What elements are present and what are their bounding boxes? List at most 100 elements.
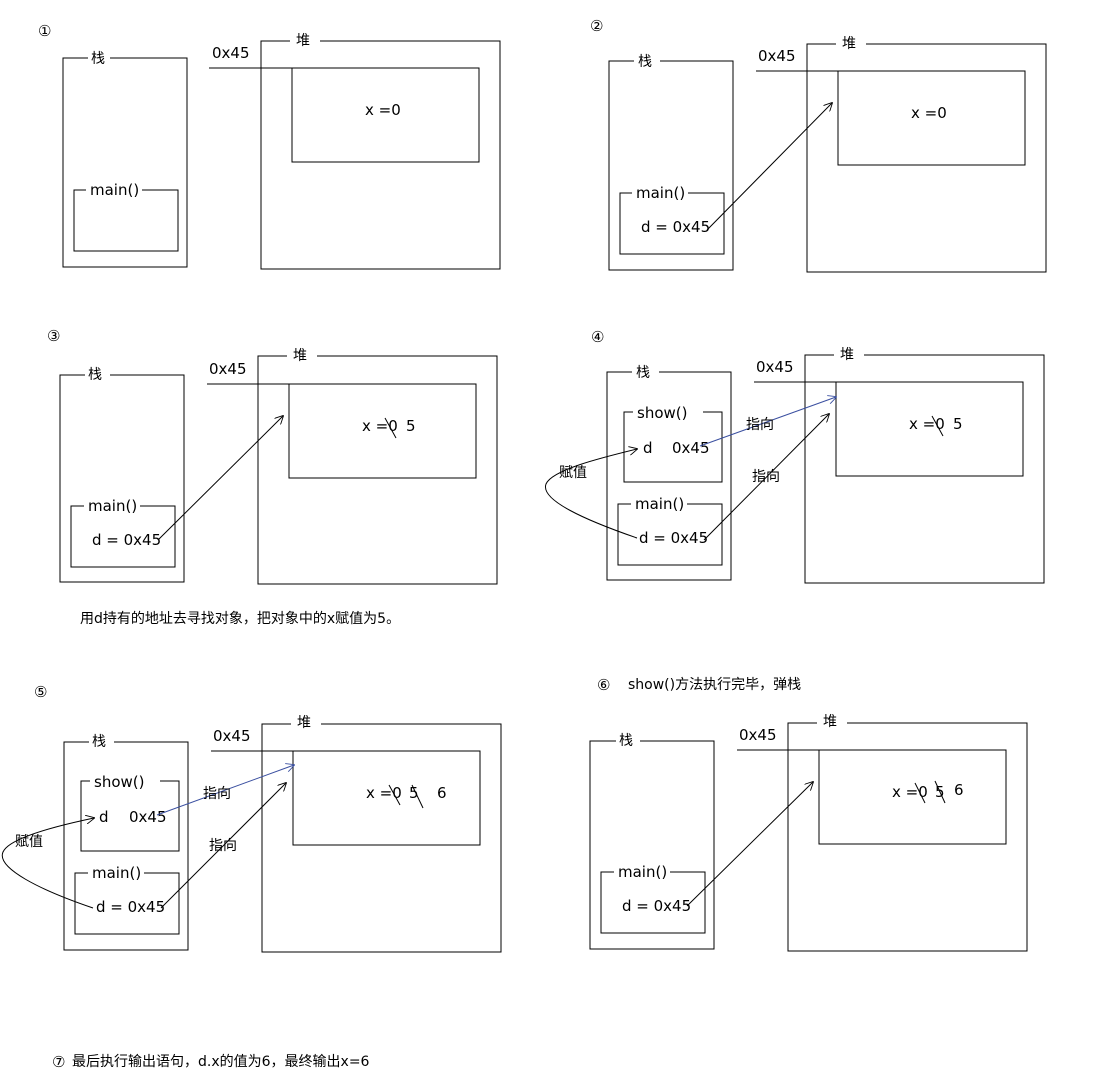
var-d-label: d = 0x45: [96, 898, 165, 916]
point-to-label-show: 指向: [746, 417, 774, 433]
reference-arrow-main: [703, 414, 829, 541]
heap-object: [291, 67, 480, 163]
strike-mark: [384, 417, 397, 439]
stack-label: 栈: [636, 365, 650, 381]
strike-mark: [914, 782, 926, 804]
main-frame: [73, 189, 179, 252]
field-x-label: x =0: [892, 783, 928, 801]
step-3: ③ 栈 main() d = 0x45 堆 0x45 x =0 5 用d持有的地…: [47, 327, 498, 627]
stack-frame: [589, 740, 715, 950]
assign-label: 赋值: [559, 465, 587, 481]
field-x-new-value: 6: [437, 784, 447, 802]
strike-mark: [934, 780, 946, 804]
field-x-label: x =0: [911, 104, 947, 122]
heap-label: 堆: [840, 347, 854, 363]
assign-label: 赋值: [15, 834, 43, 850]
stack-label: 栈: [88, 367, 102, 383]
step-5: ⑤ 栈 show() d 0x45 main() d = 0x45 堆 0x45…: [1, 683, 502, 953]
var-d-label: d = 0x45: [622, 897, 691, 915]
heap-label: 堆: [823, 714, 837, 730]
heap-frame: [261, 723, 502, 953]
var-d-label: d = 0x45: [92, 531, 161, 549]
heap-label: 堆: [296, 33, 310, 49]
address-label: 0x45: [756, 358, 794, 376]
main-frame: [617, 503, 723, 566]
stack-label: 栈: [91, 51, 105, 67]
show-frame: [80, 780, 180, 852]
main-frame: [70, 505, 176, 568]
main-frame: [600, 871, 706, 934]
reference-arrow: [686, 782, 813, 907]
param-d-value: 0x45: [672, 439, 710, 457]
step-7: ⑦ 最后执行输出语句，d.x的值为6，最终输出x=6: [52, 1053, 370, 1071]
step-4: ④ 栈 show() d 0x45 main() d = 0x45 堆 0x45…: [545, 328, 1045, 584]
step-2-marker: ②: [590, 17, 603, 35]
strike-mark: [388, 784, 401, 806]
heap-frame: [806, 43, 1047, 273]
address-label: 0x45: [758, 47, 796, 65]
field-x-new-value: 5: [953, 415, 963, 433]
param-d-label: d: [643, 439, 653, 457]
address-label: 0x45: [213, 727, 251, 745]
main-frame: [619, 192, 725, 255]
show-frame: [623, 411, 723, 483]
step-3-marker: ③: [47, 327, 60, 345]
assign-arrow: [545, 449, 637, 539]
address-label: 0x45: [739, 726, 777, 744]
heap-label: 堆: [842, 36, 856, 52]
strike-mark: [931, 415, 944, 437]
main-label: main(): [635, 495, 684, 513]
step-6: ⑥ show()方法执行完毕，弹栈 栈 main() d = 0x45 堆 0x…: [589, 676, 1028, 952]
param-d-label: d: [99, 808, 109, 826]
main-label: main(): [88, 497, 137, 515]
heap-object: [837, 70, 1026, 166]
stack-label: 栈: [638, 54, 652, 70]
show-label: show(): [637, 404, 687, 422]
heap-frame: [787, 722, 1028, 952]
heap-object: [835, 381, 1024, 477]
heap-label: 堆: [297, 715, 311, 731]
heap-frame: [260, 40, 501, 270]
heap-frame: [804, 354, 1045, 584]
field-x-label: x =0: [909, 415, 945, 433]
address-label: 0x45: [212, 44, 250, 62]
heap-object: [292, 750, 481, 846]
stack-frame: [63, 741, 189, 951]
point-to-label-show: 指向: [203, 786, 231, 802]
main-label: main(): [618, 863, 667, 881]
stack-label: 栈: [92, 734, 106, 750]
stack-frame: [606, 371, 732, 581]
param-d-value: 0x45: [129, 808, 167, 826]
step-1: ① 栈 main() 堆 0x45 x =0: [38, 22, 501, 270]
reference-arrow-show: [156, 765, 294, 816]
reference-arrow-main: [160, 783, 286, 909]
assign-arrow: [1, 818, 94, 909]
step-5-marker: ⑤: [34, 683, 47, 701]
reference-arrow-show: [699, 397, 836, 447]
show-label: show(): [94, 773, 144, 791]
step-6-caption: show()方法执行完毕，弹栈: [628, 677, 801, 693]
heap-object: [818, 749, 1007, 845]
step-7-marker: ⑦: [52, 1053, 65, 1071]
stack-frame: [62, 57, 188, 268]
step-7-caption: 最后执行输出语句，d.x的值为6，最终输出x=6: [72, 1054, 370, 1070]
heap-label: 堆: [293, 348, 307, 364]
stack-frame: [59, 374, 185, 583]
step-3-caption: 用d持有的地址去寻找对象，把对象中的x赋值为5。: [80, 611, 400, 627]
main-frame: [74, 872, 180, 935]
address-label: 0x45: [209, 360, 247, 378]
main-label: main(): [636, 184, 685, 202]
heap-frame: [257, 355, 498, 585]
field-x-new-value: 6: [954, 781, 964, 799]
main-label: main(): [92, 864, 141, 882]
point-to-label-main: 指向: [209, 838, 237, 854]
field-x-new-value: 5: [406, 417, 416, 435]
step-1-marker: ①: [38, 22, 51, 40]
reference-arrow: [157, 416, 283, 541]
step-6-marker: ⑥: [597, 676, 610, 694]
field-x-label: x =0: [366, 784, 402, 802]
heap-object: [288, 383, 477, 479]
step-2: ② 栈 main() d = 0x45 堆 0x45 x =0: [590, 17, 1047, 273]
reference-arrow: [706, 103, 832, 231]
